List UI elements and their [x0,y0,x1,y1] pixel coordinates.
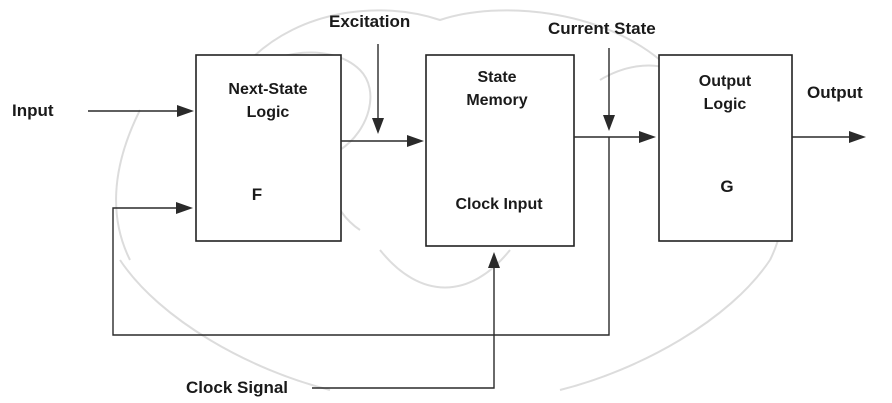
input-label: Input [12,101,54,120]
next-state-logic-function: F [252,185,262,204]
state-memory-title-line2: Memory [466,92,527,109]
memory-to-output-logic-arrow [574,131,656,143]
current-state-label: Current State [548,19,656,38]
output-logic-block: Output Logic G [659,55,792,241]
state-memory-clock-input-label: Clock Input [455,196,543,213]
clock-signal-arrow [312,252,500,388]
next-state-logic-title-line2: Logic [247,104,290,121]
clock-signal-label: Clock Signal [186,378,288,397]
next-state-logic-block: Next-State Logic F [196,55,341,241]
output-arrow [792,131,866,143]
output-logic-function: G [720,177,733,196]
next-state-logic-title-line1: Next-State [228,81,307,98]
excitation-arrow [372,44,384,134]
output-logic-title-line2: Logic [704,96,747,113]
output-logic-title-line1: Output [699,73,752,90]
state-memory-title-line1: State [477,69,516,86]
excitation-label: Excitation [329,12,410,31]
output-label: Output [807,83,863,102]
input-arrow [88,105,194,117]
next-state-to-memory-arrow [341,135,424,147]
current-state-arrow [603,48,615,131]
state-memory-block: State Memory Clock Input [426,55,574,246]
